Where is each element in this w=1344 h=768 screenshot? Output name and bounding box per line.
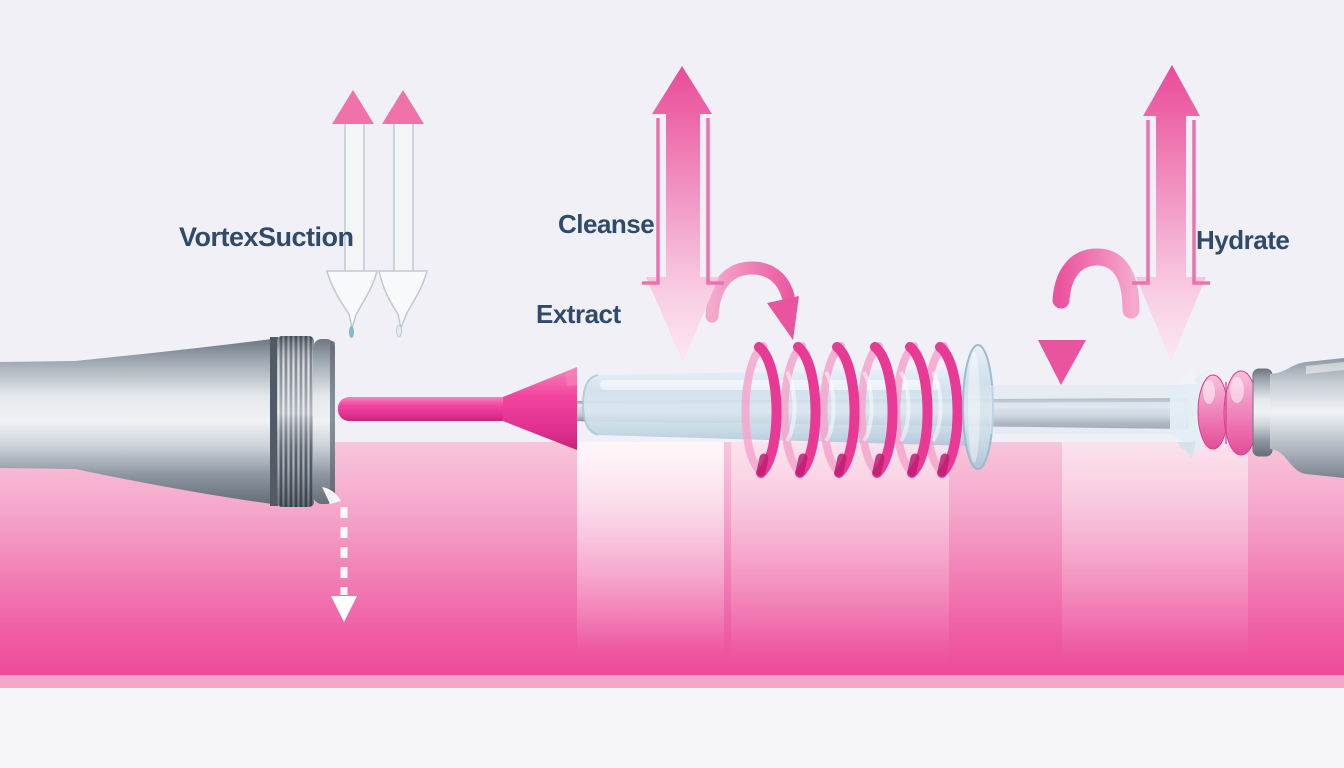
skin-layer [0, 442, 1344, 688]
spiral-coil [741, 342, 963, 478]
suction-arrow-1 [326, 90, 378, 338]
suction-arrows [326, 90, 428, 338]
hydrate-big-arrow [1132, 65, 1210, 361]
handpiece-left [0, 336, 335, 507]
skin-highlight-patch [731, 442, 949, 663]
penetration-dashed-arrow [322, 487, 357, 622]
suction-cone-icon [326, 270, 378, 331]
arrowhead-down-icon [1038, 340, 1086, 385]
cleanse-curved-arrow [705, 261, 799, 340]
skin-highlight-patch [1062, 442, 1248, 663]
device-tip-pink [338, 367, 577, 450]
hydrate-curved-arrow [1038, 248, 1140, 385]
glass-flare [1170, 374, 1202, 452]
right-tube [990, 368, 1202, 458]
droplet-icon [396, 324, 402, 338]
arrowhead-down-right-icon [767, 296, 799, 340]
arrowhead-down-icon [331, 596, 357, 622]
handpiece-right [1252, 358, 1344, 478]
label-extract: Extract [536, 299, 621, 329]
arrowhead-up-icon [332, 90, 374, 124]
label-cleanse: Cleanse [558, 209, 655, 239]
cleanse-extract-arrow [642, 66, 724, 362]
droplet-icon [349, 326, 354, 338]
label-hydrate: Hydrate [1196, 225, 1290, 255]
sub-skin-band [0, 688, 1344, 768]
arrowhead-up-icon [382, 90, 424, 124]
skin-lower-strip [0, 675, 1344, 688]
pink-seal-rings [1197, 370, 1259, 456]
glass-disc [962, 344, 994, 470]
suction-cone-icon [378, 270, 428, 331]
label-vortex-suction: VortexSuction [179, 222, 354, 252]
suction-arrow-2 [378, 90, 428, 338]
knurled-ring [277, 336, 314, 507]
skin-highlight-patch [577, 442, 724, 655]
end-cap [313, 339, 335, 504]
